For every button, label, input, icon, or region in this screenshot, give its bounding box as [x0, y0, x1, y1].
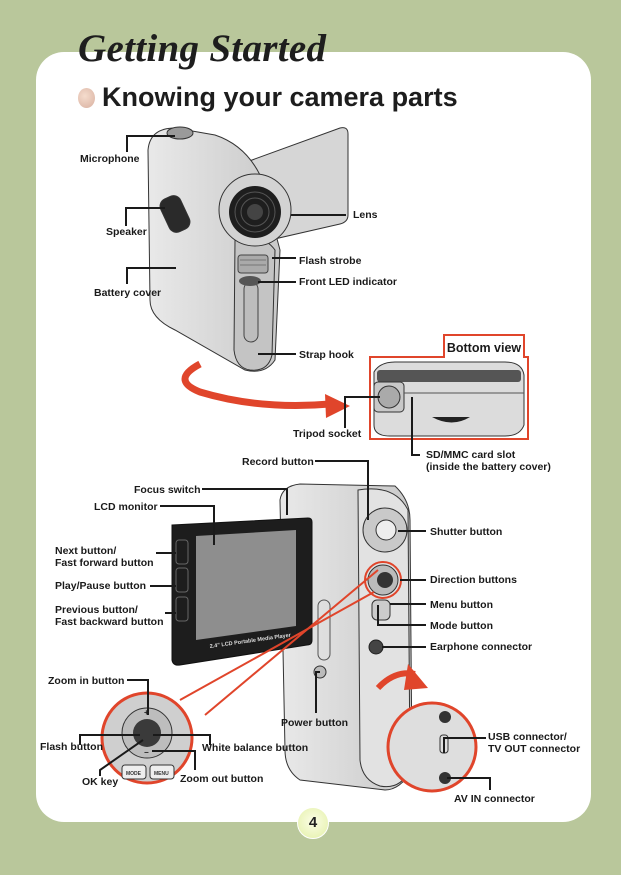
page-title: Getting Started: [78, 27, 327, 70]
label-flash-strobe: Flash strobe: [299, 255, 362, 267]
label-previous-button: Previous button/ Fast backward button: [55, 604, 164, 628]
camera-back-view: 2.4" LCD Portable Media Player: [171, 483, 413, 791]
section-bullet-icon: [78, 88, 95, 108]
svg-text:−: −: [144, 748, 149, 757]
camera-front-view: [147, 126, 349, 372]
svg-text:MODE: MODE: [126, 771, 142, 777]
label-usb-connector: USB connector/ TV OUT connector: [488, 731, 580, 755]
label-tripod-socket: Tripod socket: [293, 428, 362, 440]
label-power-button: Power button: [281, 717, 349, 729]
label-focus-switch: Focus switch: [134, 484, 201, 496]
label-microphone: Microphone: [80, 153, 140, 165]
camera-bottom-view: [369, 356, 529, 440]
label-next-line2: Fast forward button: [55, 557, 154, 569]
label-lens: Lens: [353, 209, 378, 221]
svg-text:+: +: [144, 708, 149, 717]
label-usb-line2: TV OUT connector: [488, 743, 581, 755]
svg-text:MENU: MENU: [154, 771, 169, 777]
label-next-line1: Next button/: [55, 545, 117, 557]
label-next-button: Next button/ Fast forward button: [55, 545, 154, 569]
page-number: 4: [297, 807, 329, 839]
label-menu-button: Menu button: [430, 599, 493, 611]
label-zoom-out: Zoom out button: [180, 773, 264, 785]
label-shutter-button: Shutter button: [430, 526, 503, 538]
label-flash-button: Flash button: [40, 741, 103, 753]
label-sd-slot: SD/MMC card slot (inside the battery cov…: [426, 449, 551, 473]
label-mode-button: Mode button: [430, 620, 493, 632]
label-prev-line1: Previous button/: [55, 604, 138, 616]
label-strap-hook: Strap hook: [299, 349, 354, 361]
label-sd-slot-line2: (inside the battery cover): [426, 461, 551, 473]
label-speaker: Speaker: [106, 226, 147, 238]
label-prev-line2: Fast backward button: [55, 616, 164, 628]
label-white-balance: White balance button: [202, 742, 309, 754]
label-front-led: Front LED indicator: [299, 276, 397, 288]
label-battery-cover: Battery cover: [94, 287, 162, 299]
label-sd-slot-line1: SD/MMC card slot: [426, 449, 516, 461]
label-lcd-monitor: LCD monitor: [94, 501, 158, 513]
label-direction-buttons: Direction buttons: [430, 574, 517, 586]
label-earphone-connector: Earphone connector: [430, 641, 533, 653]
label-play-pause: Play/Pause button: [55, 580, 147, 592]
bottom-view-tag: Bottom view: [443, 334, 525, 358]
section-title: Knowing your camera parts: [102, 82, 458, 112]
label-record-button: Record button: [242, 456, 314, 468]
side-connectors-closeup: [386, 701, 478, 793]
label-av-in: AV IN connector: [454, 793, 535, 805]
label-usb-line1: USB connector/: [488, 731, 567, 743]
label-ok-key: OK key: [82, 776, 119, 788]
label-zoom-in: Zoom in button: [48, 675, 125, 687]
